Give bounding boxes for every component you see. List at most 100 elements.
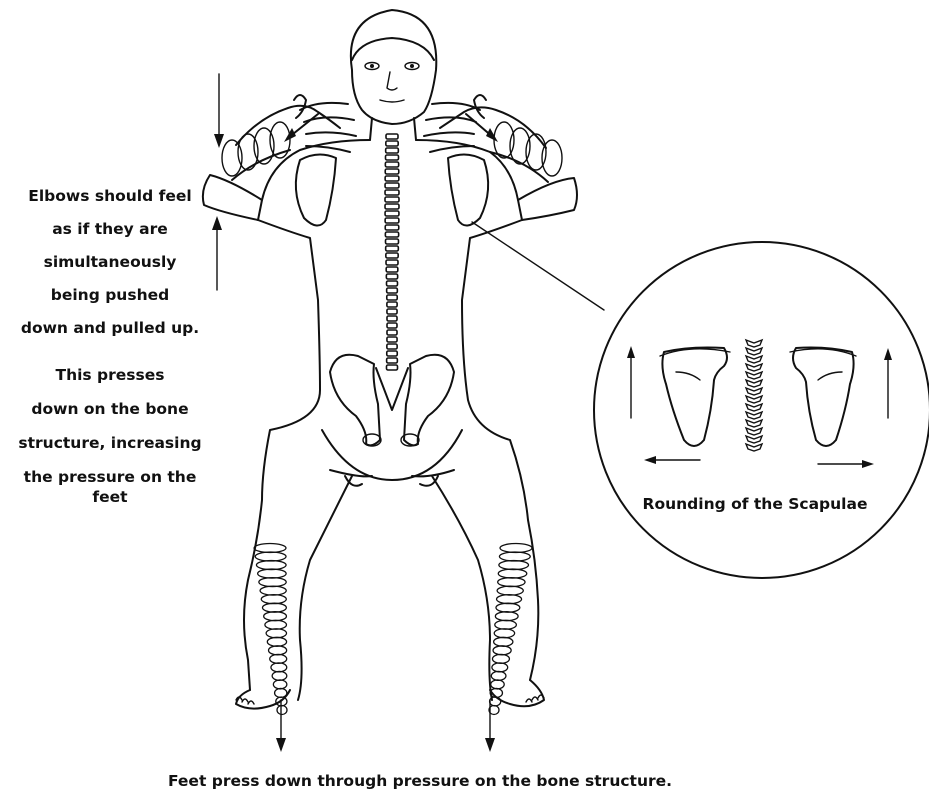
- vertebra: [386, 253, 398, 258]
- vertebra: [385, 176, 399, 181]
- inset-right-arrow: [818, 460, 874, 468]
- inset-vertebra: [746, 380, 762, 387]
- vertebra: [386, 141, 398, 146]
- vertebra: [385, 190, 399, 195]
- inset-vertebra: [746, 356, 762, 363]
- spine: [385, 134, 399, 370]
- inset-caption: Rounding of the Scapulae: [630, 494, 880, 514]
- coil-loop: [492, 654, 509, 663]
- coil-loop: [498, 578, 525, 587]
- inset-circle: [594, 242, 929, 578]
- caption-line: Elbows should feel: [5, 186, 215, 219]
- coil-loop: [495, 612, 518, 621]
- vertebra: [385, 204, 399, 209]
- coil-loop: [261, 595, 286, 604]
- coil-loop: [259, 578, 286, 587]
- coil-loop: [499, 561, 529, 570]
- vertebra: [387, 351, 397, 356]
- coil-loop: [496, 603, 520, 612]
- coil-loop: [491, 671, 506, 680]
- vertebra: [385, 211, 399, 216]
- inset-up-arrow-left: [627, 346, 635, 418]
- vertebra: [386, 365, 397, 370]
- coil-loop: [497, 586, 523, 595]
- caption-line: as if they are: [5, 219, 215, 252]
- inset-vertebra: [746, 412, 762, 419]
- caption-line: the pressure on the feet: [4, 467, 216, 501]
- coil-loop: [491, 680, 504, 689]
- coil-loop: [273, 680, 286, 689]
- inset-vertebra: [746, 404, 762, 411]
- coil-loop: [271, 663, 287, 672]
- face: [365, 63, 419, 103]
- inset-vertebra: [746, 428, 762, 435]
- vertebra: [385, 225, 399, 230]
- vertebra: [386, 246, 399, 251]
- coil-loop: [493, 646, 511, 655]
- elbow-caption: Elbows should feel as if they are simult…: [5, 186, 215, 351]
- inset-vertebra: [746, 372, 762, 379]
- coil-loop: [258, 569, 287, 578]
- feet: [236, 680, 544, 709]
- coil-loop: [495, 620, 517, 629]
- inset-up-arrow-right: [884, 348, 892, 418]
- inset-spine: [746, 340, 762, 451]
- vertebra: [385, 218, 399, 223]
- coil-loop: [264, 612, 287, 621]
- coil-loop: [267, 637, 286, 646]
- coil-loop: [260, 586, 286, 595]
- coil-loop: [500, 544, 532, 553]
- vertebra: [385, 155, 398, 160]
- coil-loop: [272, 671, 287, 680]
- coil-loop: [498, 569, 527, 578]
- vertebra: [385, 183, 399, 188]
- coil-loop: [262, 603, 286, 612]
- inset-left-arrow: [644, 456, 700, 464]
- inset-scapula-right: [790, 348, 856, 447]
- elbow-down-arrow: [214, 74, 224, 148]
- vertebra: [387, 288, 398, 293]
- vertebra: [386, 148, 399, 153]
- vertebra: [387, 316, 397, 321]
- vertebra: [386, 134, 398, 139]
- vertebra: [387, 309, 397, 314]
- vertebra: [386, 260, 398, 265]
- coil-loop: [270, 654, 287, 663]
- inset-vertebra: [746, 436, 762, 443]
- vertebra: [385, 162, 398, 167]
- coil-loop: [497, 595, 522, 604]
- callout-line: [472, 222, 604, 310]
- vertebra: [386, 239, 399, 244]
- caption-line: structure, increasing: [4, 433, 216, 467]
- vertebra: [387, 323, 397, 328]
- inset-scapula-left: [660, 348, 730, 447]
- inset-vertebra: [746, 348, 762, 355]
- caption-line: down on the bone: [4, 399, 216, 433]
- caption-line: down and pulled up.: [5, 318, 215, 351]
- vertebra: [387, 337, 397, 342]
- right-foot-arrow: [485, 700, 495, 752]
- vertebra: [385, 232, 398, 237]
- inset-vertebra: [746, 388, 762, 395]
- coil-loop: [266, 629, 286, 638]
- caption-line: This presses: [4, 365, 216, 399]
- vertebra: [385, 169, 399, 174]
- coil-loop: [494, 629, 514, 638]
- coil-loop: [492, 663, 508, 672]
- coil-loop: [265, 620, 287, 629]
- caption-line: simultaneously: [5, 252, 215, 285]
- inset-vertebra: [746, 420, 762, 427]
- bottom-caption: Feet press down through pressure on the …: [60, 771, 780, 791]
- coil-loop: [499, 552, 530, 561]
- inset-vertebra: [746, 364, 762, 371]
- vertebra: [386, 267, 398, 272]
- inset-vertebra: [746, 396, 762, 403]
- coil-loop: [256, 561, 286, 570]
- vertebra: [387, 344, 397, 349]
- vertebra: [385, 197, 399, 202]
- caption-line: being pushed: [5, 285, 215, 318]
- inset-vertebra: [746, 444, 762, 451]
- pressure-caption: This presses down on the bone structure,…: [4, 365, 216, 501]
- vertebra: [387, 295, 397, 300]
